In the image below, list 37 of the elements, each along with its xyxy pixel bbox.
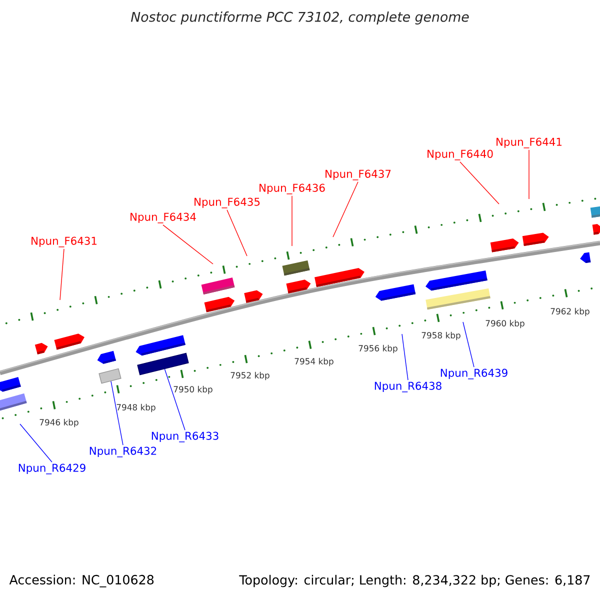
scale-label: 7958 kbp — [422, 332, 460, 340]
gene-label: Npun_F6440 — [428, 150, 493, 160]
leader-line — [60, 248, 64, 300]
leader-line — [332, 182, 358, 238]
leader-line — [110, 380, 124, 446]
gene-label: Npun_F6437 — [326, 170, 391, 180]
gene-label: Npun_F6436 — [260, 184, 325, 194]
gene-box — [98, 368, 122, 384]
gene-label: Npun_R6429 — [18, 464, 86, 474]
scale-label: 7954 kbp — [294, 358, 334, 366]
leader-line — [462, 322, 474, 368]
scale-label: 7950 kbp — [174, 386, 212, 394]
gene-label: Npun_R6432 — [90, 446, 156, 458]
scale-label: 7962 kbp — [550, 308, 590, 316]
leader-line — [528, 150, 530, 200]
gene-label: Npun_R6438 — [374, 382, 442, 392]
leader-line — [226, 210, 248, 256]
scale-label: 7956 kbp — [358, 344, 398, 354]
gene-label: Npun_F6431 — [32, 236, 97, 248]
scale-label: 7960 kbp — [486, 320, 524, 328]
genome-info-label: Topology: circular; Length: 8,234,322 bp; Genes: 6,187 — [239, 574, 590, 588]
scale-label: 7946 kbp — [40, 418, 78, 428]
gene-label: Npun_R6439 — [440, 368, 508, 380]
leader-line — [162, 224, 214, 264]
leader-line — [20, 424, 52, 462]
scale-label: 7948 kbp — [116, 404, 156, 412]
gene-label: Npun_R6433 — [152, 432, 218, 442]
gene-box — [137, 352, 189, 376]
scale-label: 7952 kbp — [230, 372, 270, 380]
gene-label: Npun_F6434 — [130, 212, 196, 224]
gene-label: Npun_F6435 — [194, 198, 260, 208]
leader-line — [460, 162, 500, 204]
leader-line — [164, 368, 186, 430]
accession-label: Accession: NC_010628 — [9, 574, 154, 588]
gene-label: Npun_F6441 — [496, 138, 562, 148]
title: Nostoc punctiforme PCC 73102, complete genome — [130, 12, 469, 24]
leader-line — [402, 334, 408, 380]
